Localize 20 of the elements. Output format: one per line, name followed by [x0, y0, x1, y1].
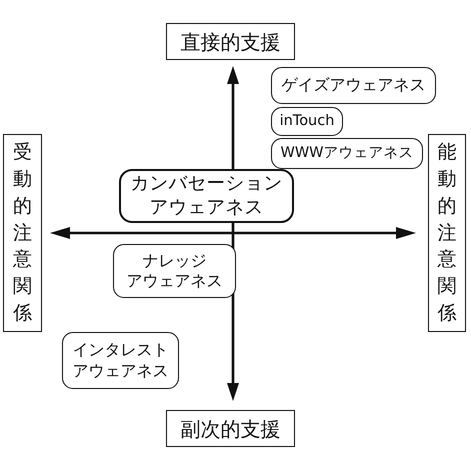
concept-box — [271, 107, 343, 136]
concept-box — [113, 244, 236, 298]
concept-label: ナレッジアウェアネス — [126, 250, 222, 292]
concept-label: インタレストアウェアネス — [72, 340, 168, 381]
axis-label-box — [166, 23, 295, 60]
axis-label: 能動的注意関係 — [438, 140, 456, 326]
concept-label: ゲイズアウェアネス — [282, 75, 426, 96]
axis-label-box — [428, 134, 466, 332]
axis-label-box — [3, 134, 42, 332]
concept-label: カンバセーションアウェアネス — [130, 172, 282, 220]
concept-label: WWWアウェアネス — [280, 144, 414, 163]
axis-label-box — [166, 410, 295, 447]
axis-label: 副次的支援 — [180, 416, 280, 440]
concept-label: inTouch — [280, 112, 334, 131]
axis-label: 直接的支援 — [180, 30, 280, 54]
concept-box — [62, 332, 179, 389]
concept-box — [271, 138, 423, 169]
highlighted-concept-box — [119, 169, 294, 223]
concept-box — [271, 67, 436, 104]
axis-label: 受動的注意関係 — [13, 140, 32, 326]
